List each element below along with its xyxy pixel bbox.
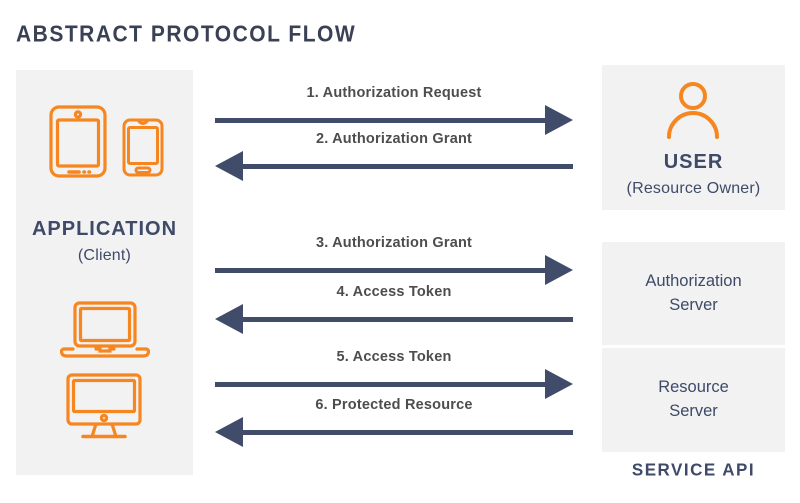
message-row-authorization-request: 1. Authorization Request: [215, 85, 573, 135]
message-label: 1. Authorization Request: [306, 85, 482, 101]
arrow-shaft: [215, 381, 545, 387]
person-icon: [665, 81, 721, 139]
desktop-icon: [66, 373, 142, 444]
message-row-authorization-grant: 3. Authorization Grant: [215, 235, 573, 285]
arrow-right-icon: [215, 369, 573, 399]
tablet-icon: [49, 105, 107, 178]
arrow-head: [215, 417, 243, 447]
resource-server-box: Resource Server: [602, 348, 785, 452]
authorization-server-label: Authorization Server: [645, 271, 742, 314]
user-label-group: USER (Resource Owner): [602, 151, 785, 198]
user-subtitle: (Resource Owner): [626, 180, 761, 197]
arrow-shaft: [243, 429, 573, 435]
message-label: 2. Authorization Grant: [315, 131, 473, 147]
arrow-shaft: [215, 267, 545, 273]
message-label: 3. Authorization Grant: [315, 235, 473, 251]
resource-server-label: Resource Server: [658, 378, 729, 420]
authorization-server-box: Authorization Server: [602, 242, 785, 345]
laptop-icon: [60, 301, 150, 358]
arrow-left-icon: [215, 417, 573, 447]
service-api-label: SERVICE API: [631, 460, 756, 480]
arrow-shaft: [243, 163, 573, 169]
user-resource-owner-box: USER (Resource Owner): [602, 65, 785, 210]
arrow-head: [545, 255, 573, 285]
arrow-right-icon: [215, 105, 573, 135]
application-subtitle: (Client): [77, 247, 132, 264]
arrow-shaft: [243, 316, 573, 322]
arrow-head: [545, 105, 573, 135]
smartphone-icon: [122, 118, 164, 177]
application-name: APPLICATION: [31, 218, 178, 240]
arrow-left-icon: [215, 151, 573, 181]
arrow-shaft: [215, 117, 545, 123]
arrow-head: [215, 151, 243, 181]
arrow-left-icon: [215, 304, 573, 334]
message-row-authorization-grant-return: 2. Authorization Grant: [215, 131, 573, 181]
arrow-head: [545, 369, 573, 399]
user-name: USER: [663, 151, 724, 173]
arrow-right-icon: [215, 255, 573, 285]
message-row-access-token-return: 4. Access Token: [215, 284, 573, 334]
application-label-group: APPLICATION (Client): [16, 218, 193, 265]
message-label: 4. Access Token: [336, 284, 452, 300]
arrow-head: [215, 304, 243, 334]
message-row-access-token: 5. Access Token: [215, 349, 573, 399]
page-title: ABSTRACT PROTOCOL FLOW: [16, 22, 357, 47]
message-row-protected-resource: 6. Protected Resource: [215, 397, 573, 447]
message-label: 5. Access Token: [336, 349, 452, 365]
message-label: 6. Protected Resource: [315, 397, 473, 413]
application-client-box: APPLICATION (Client): [16, 70, 193, 475]
